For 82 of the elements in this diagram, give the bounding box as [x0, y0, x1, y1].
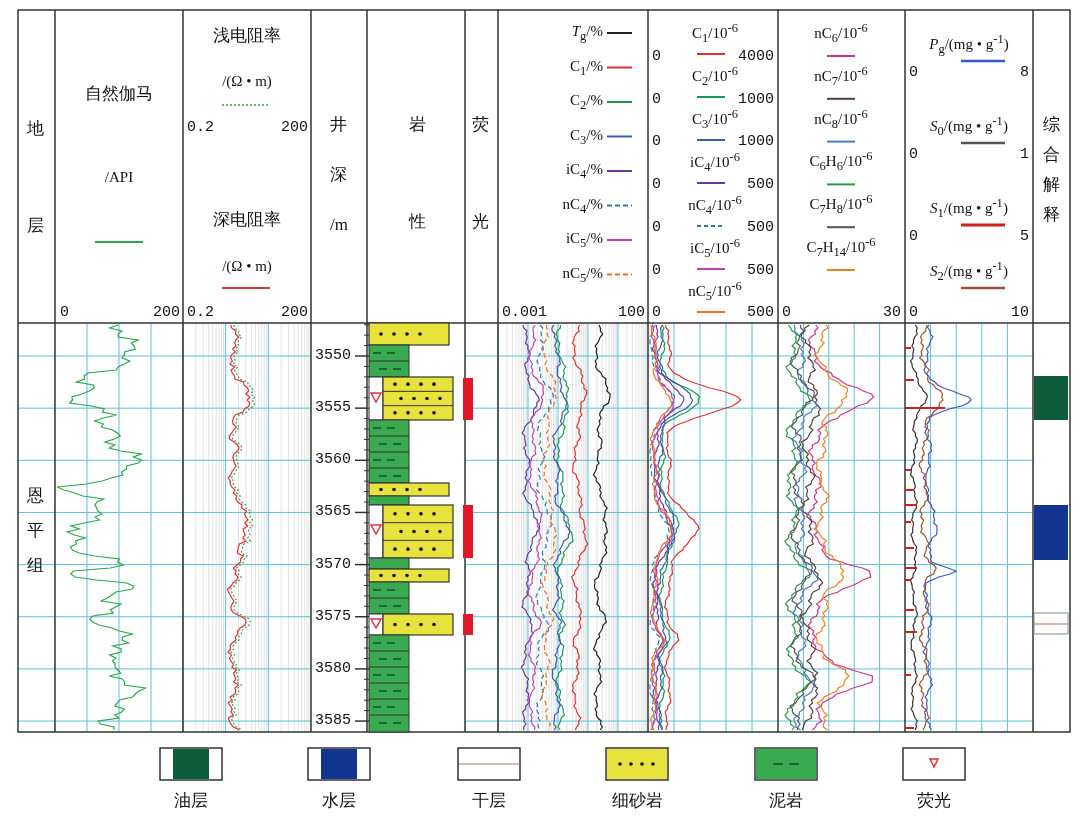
- column-header: 浅电阻率: [213, 26, 281, 46]
- scale-value: 500: [747, 219, 774, 237]
- scale-value: 10: [1011, 304, 1029, 322]
- column-header: 深电阻率: [213, 210, 281, 230]
- unit-label: /(Ω • m): [222, 257, 272, 275]
- curve-name: nC$_{4}$/%: [562, 195, 603, 216]
- legend-label: 水层: [322, 791, 356, 811]
- curve-name: S$_{2}$/(mg • g$^{-1}$): [930, 260, 1008, 284]
- scale-value: 1000: [738, 91, 774, 108]
- curve-name: nC$_{6}$/10$^{-6}$: [814, 22, 868, 46]
- curve-name: iC$_{5}$/%: [565, 229, 603, 251]
- column-header: 地层: [26, 118, 46, 237]
- depth-value: 3550: [315, 347, 351, 365]
- depth-value: 3565: [315, 504, 351, 521]
- scale-value: 0: [909, 228, 918, 246]
- scale-value: 0: [909, 64, 918, 82]
- scale-value: 1: [1020, 146, 1029, 164]
- scale-value: 0: [652, 48, 661, 66]
- column-header: 岩性: [408, 114, 428, 233]
- curve-name: iC$_{4}$/10$^{-6}$: [690, 151, 740, 175]
- curve-name: C$_{1}$/10$^{-6}$: [692, 22, 738, 46]
- scale-value: 30: [883, 304, 901, 322]
- scale-value: 100: [618, 304, 645, 322]
- scale-value: 0: [652, 134, 661, 151]
- curve-name: nC$_{5}$/10$^{-6}$: [688, 280, 742, 304]
- legend-label: 荧光: [917, 791, 951, 811]
- depth-value: 3560: [315, 452, 351, 469]
- curve-name: C$_{2}$/10$^{-6}$: [692, 65, 738, 89]
- scale-value: 500: [747, 262, 774, 279]
- curve-name: nC$_{5}$/%: [562, 264, 603, 285]
- scale-value: 4000: [738, 48, 774, 66]
- depth-value: 3575: [315, 608, 351, 625]
- curve-name: nC$_{4}$/10$^{-6}$: [688, 194, 742, 218]
- scale-value: 0: [909, 146, 918, 164]
- curve-name: P$_{g}$/(mg • g$^{-1}$): [929, 33, 1009, 57]
- scale-value: 0: [652, 304, 661, 322]
- curve-name: C$_{7}$H$_{14}$/10$^{-6}$: [806, 236, 876, 260]
- scale-value: 0: [652, 219, 661, 237]
- scale-value: 5: [1020, 228, 1029, 246]
- curve-name: S$_{1}$/(mg • g$^{-1}$): [930, 197, 1008, 221]
- curve-name: C$_{3}$/%: [570, 126, 603, 147]
- column-header: 综合解释: [1042, 113, 1062, 226]
- depth-value: 3555: [315, 399, 351, 417]
- curve-name: iC$_{5}$/10$^{-6}$: [690, 237, 740, 261]
- curve-name: T$_{g}$/%: [571, 22, 603, 44]
- curve-name: C$_{2}$/%: [570, 91, 603, 113]
- legend-label: 泥岩: [769, 791, 803, 811]
- curve-name: C$_{1}$/%: [570, 57, 603, 78]
- scale-value: 1000: [738, 134, 774, 151]
- scale-value: 0.2: [187, 119, 214, 137]
- curve-name: C$_{3}$/10$^{-6}$: [692, 108, 738, 132]
- scale-value: 0: [909, 304, 918, 322]
- legend-label: 干层: [472, 791, 506, 811]
- scale-value: 0: [652, 262, 661, 279]
- scale-value: 0: [652, 91, 661, 108]
- scale-value: 200: [281, 119, 308, 137]
- curve-name: nC$_{7}$/10$^{-6}$: [814, 64, 868, 89]
- scale-value: 0: [782, 304, 791, 322]
- curve-name: iC$_{4}$/%: [565, 160, 603, 182]
- curve-name: C$_{6}$H$_{6}$/10$^{-6}$: [809, 150, 873, 175]
- depth-value: 3570: [315, 556, 351, 573]
- scale-value: 500: [747, 304, 774, 322]
- scale-value: 200: [281, 304, 308, 322]
- column-header: 自然伽马: [85, 84, 153, 104]
- depth-value: 3585: [315, 712, 351, 730]
- scale-value: 200: [153, 304, 180, 322]
- unit-label: /(Ω • m): [222, 72, 272, 90]
- scale-value: 8: [1020, 64, 1029, 82]
- curve-name: S$_{0}$/(mg • g$^{-1}$): [930, 115, 1008, 139]
- column-header: 井深/m: [329, 113, 349, 236]
- scale-value: 0.001: [502, 304, 547, 322]
- column-header: 荧光: [471, 114, 491, 233]
- curve-name: nC$_{8}$/10$^{-6}$: [814, 107, 868, 132]
- scale-value: 0: [652, 176, 661, 194]
- unit-label: /API: [104, 168, 134, 186]
- legend-label: 细砂岩: [611, 791, 663, 811]
- scale-value: 0: [60, 304, 69, 322]
- scale-value: 500: [747, 176, 774, 194]
- scale-value: 0.2: [187, 304, 214, 322]
- curve-name: C$_{7}$H$_{8}$/10$^{-6}$: [809, 193, 873, 218]
- depth-value: 3580: [315, 660, 351, 678]
- legend-label: 油层: [174, 791, 208, 811]
